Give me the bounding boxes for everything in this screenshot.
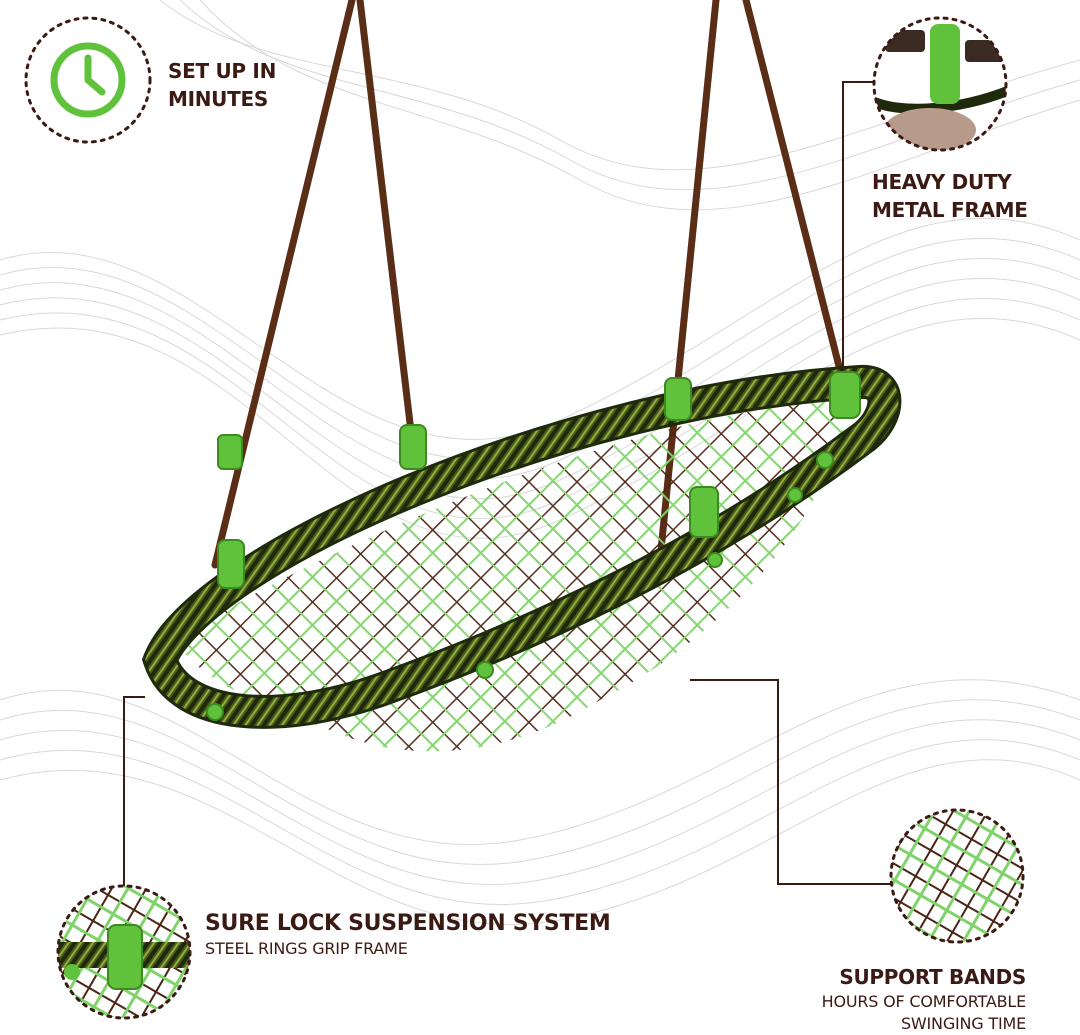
callout-leader-lines	[123, 81, 892, 888]
support-detail-badge	[889, 808, 1025, 944]
feature-support-subtitle-line2: SWINGING TIME	[900, 1014, 1026, 1033]
feature-support: SUPPORT BANDS HOURS OF COMFORTABLE SWING…	[821, 963, 1027, 1035]
feature-lock-title: SURE LOCK SUSPENSION SYSTEM	[205, 911, 611, 936]
lock-detail-badge	[56, 884, 192, 1020]
feature-support-title: SUPPORT BANDS	[839, 965, 1026, 989]
feature-lock-subtitle: STEEL RINGS GRIP FRAME	[205, 939, 408, 958]
feature-support-subtitle-line1: HOURS OF COMFORTABLE	[821, 992, 1027, 1011]
feature-setup-title-line2: MINUTES	[168, 87, 268, 111]
clock-badge	[24, 16, 152, 144]
feature-frame: HEAVY DUTY METAL FRAME	[872, 168, 1028, 224]
feature-setup: SET UP IN MINUTES	[168, 57, 276, 113]
frame-detail-badge	[872, 16, 1008, 152]
feature-setup-title-line1: SET UP IN	[168, 59, 277, 83]
feature-frame-title-line1: HEAVY DUTY	[872, 170, 1012, 194]
feature-lock: SURE LOCK SUSPENSION SYSTEM STEEL RINGS …	[205, 910, 611, 960]
feature-frame-title-line2: METAL FRAME	[872, 198, 1028, 222]
suspension-clips	[206, 371, 861, 721]
clock-icon	[50, 42, 126, 118]
swing-net	[175, 400, 850, 752]
swing-ring	[141, 365, 902, 729]
